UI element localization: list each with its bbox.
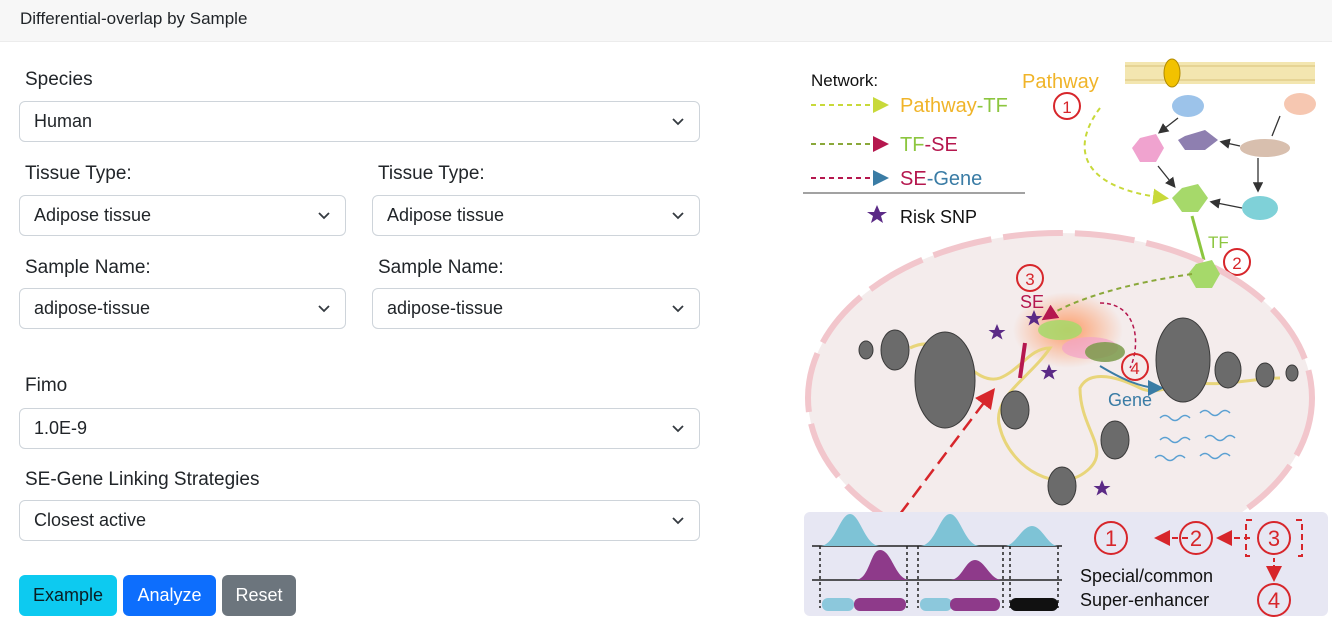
step-2-top: 2: [1232, 254, 1241, 273]
fimo-select-value: 1.0E-9: [34, 418, 88, 438]
reset-button[interactable]: Reset: [222, 575, 296, 616]
chevron-down-icon: [672, 118, 684, 126]
legend-tf-se: TF-SE: [900, 134, 958, 156]
step-3-bottom: 3: [1268, 526, 1280, 551]
species-select[interactable]: Human: [19, 101, 700, 142]
sample-name-select-1[interactable]: adipose-tissue: [19, 288, 346, 329]
step-3-nucleus: 3: [1025, 270, 1034, 289]
chevron-down-icon: [318, 305, 330, 313]
legend-risk-snp: Risk SNP: [900, 207, 977, 227]
page-title: Differential-overlap by Sample: [20, 9, 248, 28]
step-1-top: 1: [1062, 98, 1071, 117]
tissue-type-select-2[interactable]: Adipose tissue: [372, 195, 700, 236]
risk-snp-star-icon: [867, 205, 887, 223]
gene-label: Gene: [1108, 390, 1152, 410]
chevron-down-icon: [672, 305, 684, 313]
card-header: Differential-overlap by Sample: [0, 0, 1332, 42]
caption-special-common: Special/common: [1080, 566, 1213, 586]
species-select-value: Human: [34, 111, 93, 131]
pathway-membrane: [1125, 58, 1315, 88]
linking-strategy-label: SE-Gene Linking Strategies: [25, 469, 260, 490]
linking-strategy-select[interactable]: Closest active: [19, 500, 700, 541]
example-button[interactable]: Example: [19, 575, 117, 616]
legend-pathway-tf: Pathway-TF: [900, 95, 1008, 117]
fimo-label: Fimo: [25, 375, 68, 396]
species-label: Species: [25, 69, 93, 90]
sample-name-select-2-value: adipose-tissue: [387, 298, 504, 318]
tissue-type-select-1-value: Adipose tissue: [34, 205, 152, 225]
tissue-type-label-1: Tissue Type:: [25, 163, 132, 184]
chevron-down-icon: [318, 212, 330, 220]
signaling-proteins: [1083, 93, 1316, 261]
legend-title: Network:: [811, 71, 878, 90]
chevron-down-icon: [672, 425, 684, 433]
tf-label: TF: [1208, 233, 1229, 252]
linking-strategy-select-value: Closest active: [34, 510, 147, 530]
diagram-legend: Network: Pathway-TF TF-SE SE-Gene Risk S…: [803, 71, 1025, 227]
step-2-bottom: 2: [1190, 526, 1202, 551]
legend-se-gene: SE-Gene: [900, 168, 982, 190]
tissue-type-select-1[interactable]: Adipose tissue: [19, 195, 346, 236]
nucleus: [805, 230, 1315, 566]
analyze-button[interactable]: Analyze: [123, 575, 216, 616]
chevron-down-icon: [672, 517, 684, 525]
sample-name-select-2[interactable]: adipose-tissue: [372, 288, 700, 329]
se-label: SE: [1020, 292, 1044, 312]
tissue-type-label-2: Tissue Type:: [378, 163, 485, 184]
sample-name-select-1-value: adipose-tissue: [34, 298, 151, 318]
caption-super-enhancer: Super-enhancer: [1080, 590, 1209, 610]
fimo-select[interactable]: 1.0E-9: [19, 408, 700, 449]
step-4-nucleus: 4: [1130, 359, 1139, 378]
sample-name-label-2: Sample Name:: [378, 257, 504, 278]
network-diagram: Network: Pathway-TF TF-SE SE-Gene Risk S…: [803, 58, 1328, 617]
chevron-down-icon: [672, 212, 684, 220]
pathway-label: Pathway: [1022, 71, 1099, 93]
tissue-type-select-2-value: Adipose tissue: [387, 205, 505, 225]
sample-name-label-1: Sample Name:: [25, 257, 151, 278]
step-4-bottom: 4: [1268, 588, 1280, 613]
super-enhancer-panel: [804, 512, 1328, 617]
step-1-bottom: 1: [1105, 526, 1117, 551]
